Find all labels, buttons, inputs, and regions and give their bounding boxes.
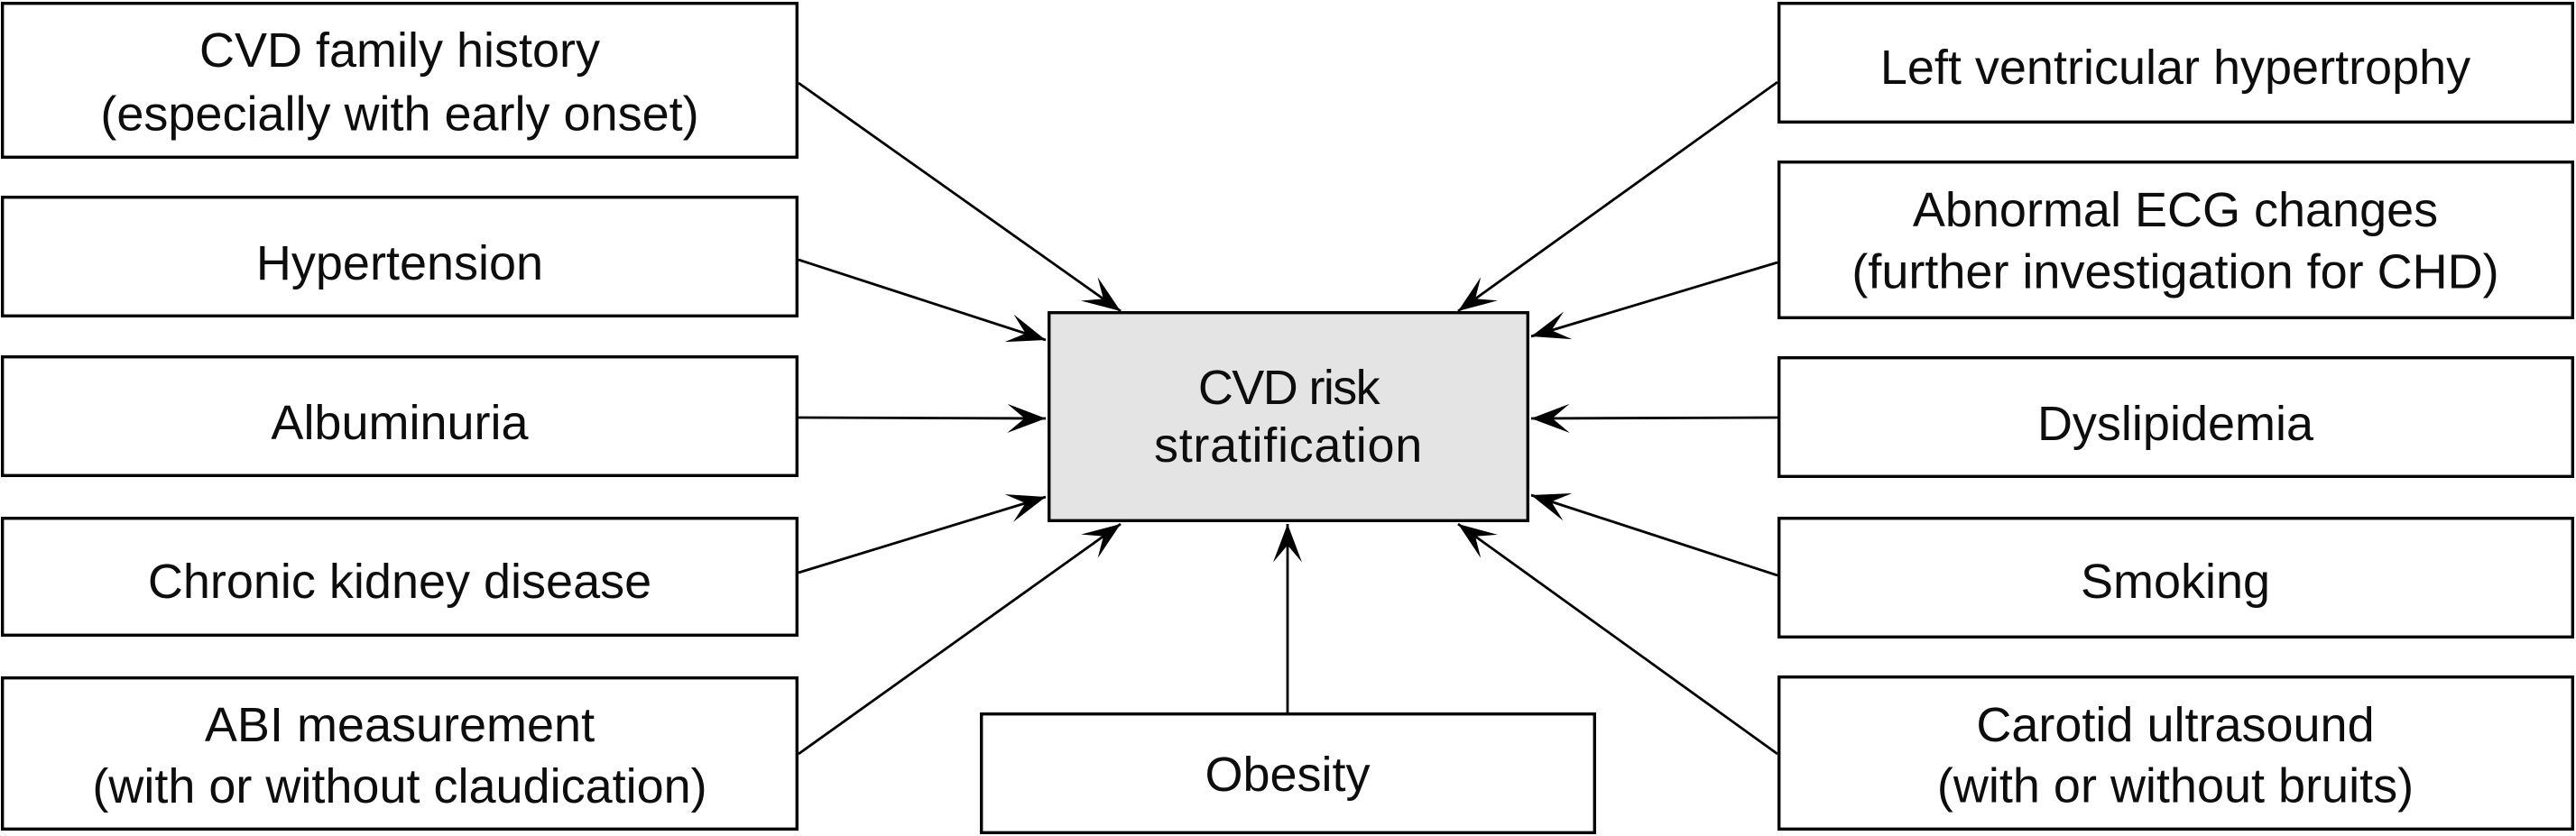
svg-text:Carotid ultrasound: Carotid ultrasound <box>1976 698 2374 752</box>
svg-text:(especially with early onset): (especially with early onset) <box>100 87 698 142</box>
svg-text:Obesity: Obesity <box>1205 748 1370 802</box>
svg-text:stratification: stratification <box>1154 418 1423 473</box>
svg-text:Smoking: Smoking <box>2081 555 2270 609</box>
svg-text:(with or without bruits): (with or without bruits) <box>1937 759 2414 813</box>
svg-text:Hypertension: Hypertension <box>256 236 543 290</box>
svg-text:(further investigation for CHD: (further investigation for CHD) <box>1851 245 2498 299</box>
svg-text:Abnormal ECG changes: Abnormal ECG changes <box>1913 183 2438 237</box>
svg-text:Albuminuria: Albuminuria <box>271 396 529 450</box>
svg-text:CVD family history: CVD family history <box>199 23 600 78</box>
svg-text:Chronic kidney disease: Chronic kidney disease <box>148 555 651 609</box>
svg-text:Dyslipidemia: Dyslipidemia <box>2037 397 2314 451</box>
svg-text:ABI measurement: ABI measurement <box>205 698 595 752</box>
svg-text:CVD risk: CVD risk <box>1198 361 1381 415</box>
svg-text:Left ventricular hypertrophy: Left ventricular hypertrophy <box>1880 41 2470 95</box>
svg-text:(with or without claudication): (with or without claudication) <box>92 759 706 813</box>
